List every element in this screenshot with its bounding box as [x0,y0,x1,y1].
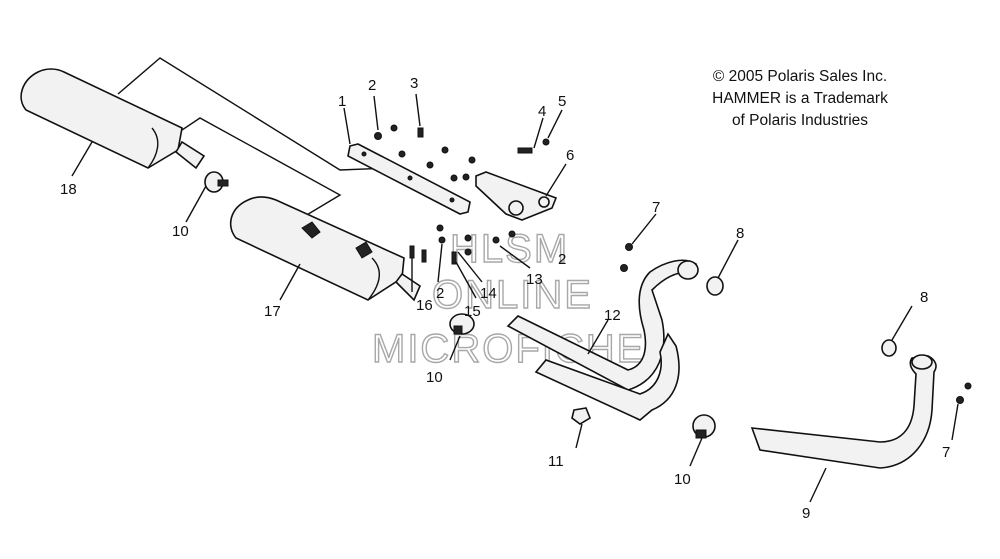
clamp-lower [692,414,716,439]
callout-15: 15 [464,303,481,320]
callout-14: 14 [480,285,497,302]
callout-4: 4 [538,103,546,120]
muffler-lower [229,196,421,302]
gasket-ring-front [706,276,724,296]
hardware-fasteners [374,124,972,404]
head-pipe-rear [750,354,937,469]
callout-9: 9 [802,505,810,522]
clamp-middle [449,313,475,335]
callout-17: 17 [264,303,281,320]
callout-1: 1 [338,93,346,110]
muffler-upper [20,68,206,170]
trademark-owner-line: of Polaris Industries [731,112,869,129]
clamp-upper [204,171,229,193]
callout-8-rear: 8 [920,289,928,306]
callout-labels: 1 2 3 4 5 6 7 8 8 7 18 10 17 16 2 14 15 … [60,75,950,522]
copyright-line: © 2005 Polaris Sales Inc. [712,68,888,85]
gasket-ring-rear [881,339,897,357]
heat-shield-outline [117,57,391,226]
copyright-notice: © 2005 Polaris Sales Inc. HAMMER is a Tr… [690,66,910,132]
trademark-line: HAMMER is a Trademark [712,90,888,107]
callout-11: 11 [548,453,564,470]
callout-10-lower: 10 [674,471,691,488]
head-pipe-front [506,259,699,421]
callout-6: 6 [566,147,574,164]
callout-8: 8 [736,225,744,242]
mounting-bracket [347,143,471,215]
callout-3: 3 [410,75,418,92]
callout-2-right: 2 [558,251,566,268]
callout-10-upper: 10 [172,223,189,240]
nut-11 [571,407,591,425]
callout-12: 12 [604,307,621,324]
callout-7-rear: 7 [942,444,950,461]
callout-5: 5 [558,93,566,110]
callout-16: 16 [416,297,433,314]
hanger-bracket [475,171,558,221]
callout-2: 2 [368,77,376,94]
watermark-line-2: ONLINE [432,273,593,317]
callout-18: 18 [60,181,77,198]
callout-10-middle: 10 [426,369,443,386]
callout-7: 7 [652,199,660,216]
callout-13: 13 [526,271,543,288]
leader-lines [71,93,959,503]
callout-2-lower: 2 [436,285,444,302]
